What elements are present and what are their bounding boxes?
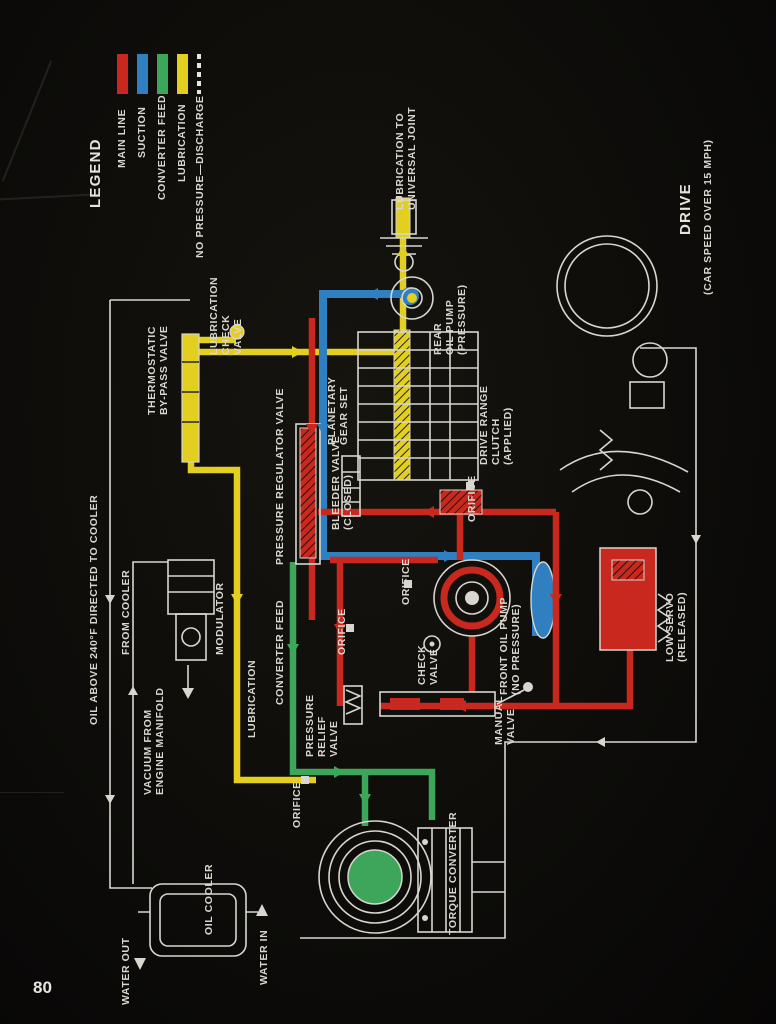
valve-detail xyxy=(182,361,199,423)
flow-arrow xyxy=(105,795,115,804)
oil-cooler xyxy=(138,883,258,957)
water-in-arrow xyxy=(256,904,268,916)
bleeder-valve xyxy=(341,455,361,517)
pressure-regulator-core xyxy=(299,427,317,559)
torque-converter-fill xyxy=(347,849,403,905)
label-bleeder-valve: BLEEDER VALVE (CLOSED) xyxy=(330,435,354,530)
modulator xyxy=(167,559,215,661)
legend-label-lubrication: LUBRICATION xyxy=(176,103,188,182)
component-line-art xyxy=(138,199,689,957)
label-drive-subtitle: (CAR SPEED OVER 15 MPH) xyxy=(702,139,714,295)
planetary-gear-set xyxy=(357,331,479,481)
flow-arrow xyxy=(596,737,605,747)
label-pressure-relief-valve: PRESSURE RELIEF VALVE xyxy=(304,694,340,757)
flow-arrow xyxy=(128,686,138,695)
front-pump-pressure-ring xyxy=(440,566,504,630)
label-oil-cooler: OIL COOLER xyxy=(203,863,215,935)
label-converter-feed-line: CONVERTER FEED xyxy=(274,599,286,705)
flow-arrow xyxy=(306,424,318,435)
flow-arrow xyxy=(444,550,455,562)
flow-arrow xyxy=(455,700,466,712)
flow-arrow xyxy=(359,794,371,805)
legend-label-main-line: MAIN LINE xyxy=(116,108,128,168)
label-low-servo: LOW SERVO (RELEASED) xyxy=(664,591,688,662)
flow-arrow xyxy=(292,346,303,358)
lubrication-check-valve-body xyxy=(229,324,245,340)
pipe-segment xyxy=(132,561,168,884)
orifices xyxy=(301,482,474,784)
flow-arrow xyxy=(423,506,434,518)
manual-valve-red-land xyxy=(390,698,420,710)
flow-arrows xyxy=(105,245,701,970)
page-number: 80 xyxy=(33,978,52,997)
flow-arrow xyxy=(550,594,562,605)
orifice xyxy=(404,580,412,588)
legend-title: LEGEND xyxy=(87,138,104,208)
legend-swatch-converter-feed xyxy=(157,54,168,94)
low-servo-spring xyxy=(656,593,672,643)
legend-label-no-pressure: NO PRESSURE—DISCHARGE xyxy=(194,95,206,258)
manual-valve xyxy=(379,682,533,717)
vacuum-arrow xyxy=(182,688,194,699)
front-oil-pump xyxy=(433,559,511,637)
flow-arrow xyxy=(367,288,378,300)
flow-arrow xyxy=(105,595,115,604)
orifice xyxy=(301,776,309,784)
legend-swatch-main-line xyxy=(117,54,128,94)
flow-arrow xyxy=(397,245,409,256)
label-orifice-converter: ORIFICE xyxy=(291,781,303,828)
legend-label-suction: SUCTION xyxy=(136,106,148,158)
orifice xyxy=(466,482,474,490)
flow-arrow xyxy=(691,535,701,544)
label-water-in: WATER IN xyxy=(258,929,270,985)
torque-converter xyxy=(318,820,505,934)
legend-swatch-suction xyxy=(137,54,148,94)
water-out-arrow xyxy=(134,958,146,970)
pipe-segment xyxy=(187,458,316,784)
label-oil-above-240: OIL ABOVE 240°F DIRECTED TO COOLER xyxy=(88,494,100,725)
label-pressure-regulator-valve: PRESSURE REGULATOR VALVE xyxy=(274,388,286,565)
rear-unit-assembly xyxy=(556,235,689,515)
label-orifice-pump: ORIFICE xyxy=(400,558,412,605)
label-front-oil-pump: FRONT OIL PUMP (NO PRESSURE) xyxy=(498,596,522,695)
label-orifice-clutch: ORIFICE xyxy=(466,475,478,522)
label-check-valve: CHECK VALVE xyxy=(416,644,440,685)
label-drive-range-clutch: DRIVE RANGE CLUTCH (APPLIED) xyxy=(478,385,514,465)
orifice xyxy=(346,624,354,632)
check-valve xyxy=(423,635,441,653)
label-torque-converter: TORQUE CONVERTER xyxy=(447,811,459,935)
label-drive-title: DRIVE xyxy=(677,183,694,235)
flow-arrow xyxy=(287,644,299,655)
rear-oil-pump xyxy=(390,276,434,320)
label-manual-valve: MANUAL VALVE xyxy=(493,695,517,745)
flow-arrow xyxy=(231,594,243,605)
flow-arrow xyxy=(334,624,346,635)
label-from-cooler: FROM COOLER xyxy=(120,569,132,655)
label-vacuum-from-engine-manifold: VACUUM FROM ENGINE MANIFOLD xyxy=(142,687,166,795)
front-pump-intake xyxy=(530,561,556,639)
pipe-segment xyxy=(109,300,152,889)
flow-arrow xyxy=(334,766,345,778)
thermostatic-bypass-valve-body xyxy=(181,333,200,463)
label-thermostatic-bypass-valve: THERMOSTATIC BY-PASS VALVE xyxy=(146,325,170,415)
label-lubrication-to-universal-joint: LUBRICATION TO UNIVERSAL JOINT xyxy=(394,106,418,210)
legend-swatch-no-pressure xyxy=(197,54,201,94)
label-rear-oil-pump: REAR OIL PUMP (PRESSURE) xyxy=(432,284,468,355)
label-lubrication-check-valve: LUBRICATION CHECK VALVE xyxy=(208,276,244,355)
drive-range-clutch-apply xyxy=(439,489,483,515)
label-water-out: WATER OUT xyxy=(120,937,132,1005)
scan-crease xyxy=(0,792,64,793)
label-modulator: MODULATOR xyxy=(214,582,226,655)
flow-arrow xyxy=(317,424,329,435)
label-orifice-mid: ORIFICE xyxy=(336,608,348,655)
label-lubrication-line: LUBRICATION xyxy=(246,659,258,738)
legend-label-converter-feed: CONVERTER FEED xyxy=(156,94,168,200)
legend-swatch-lubrication xyxy=(177,54,188,94)
pressure-relief-valve xyxy=(343,685,363,725)
low-servo-piston xyxy=(611,559,645,581)
